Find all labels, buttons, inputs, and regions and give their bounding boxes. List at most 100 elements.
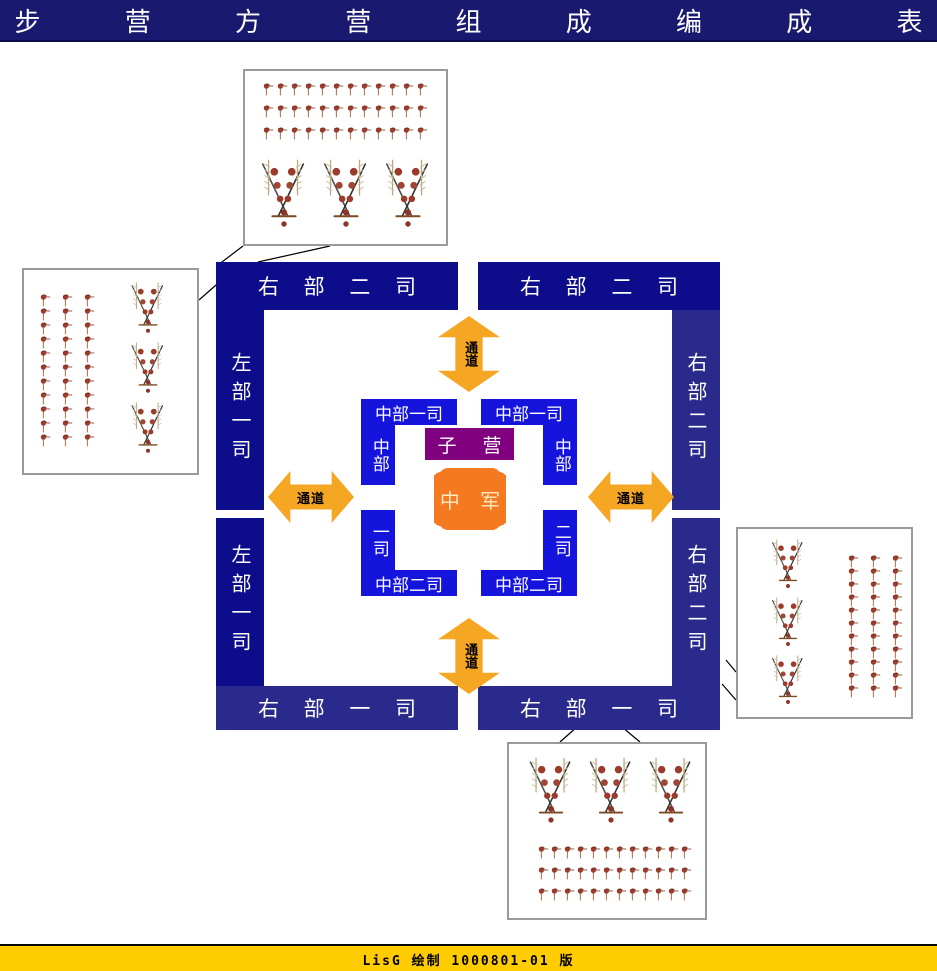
infantry-figure bbox=[641, 846, 654, 867]
infantry-figure bbox=[387, 105, 401, 127]
infantry-figure-icon bbox=[361, 127, 371, 140]
infantry-figure-icon bbox=[84, 378, 94, 391]
infantry-figure-icon bbox=[892, 646, 902, 659]
infantry-figure-icon bbox=[870, 594, 880, 607]
infantry-figure bbox=[34, 364, 56, 378]
infantry-figure-icon bbox=[389, 127, 399, 140]
top-cavalry-grid bbox=[253, 155, 439, 237]
page-title: 步 营 方 营 组 成 编 成 表 bbox=[14, 7, 937, 38]
infantry-figure-icon bbox=[892, 568, 902, 581]
infantry-figure bbox=[550, 846, 563, 867]
infantry-figure-icon bbox=[603, 846, 614, 859]
infantry-figure-icon bbox=[333, 127, 343, 140]
right-infantry-grid bbox=[842, 555, 908, 698]
inner-block-top-right-vertical: 中部 bbox=[543, 425, 577, 485]
infantry-figure-icon bbox=[40, 420, 50, 433]
infantry-figure bbox=[886, 555, 908, 568]
page-title-bar: 步 营 方 营 组 成 编 成 表 bbox=[0, 0, 937, 42]
block-bottom-left-vertical: 左部一司 bbox=[216, 518, 264, 686]
infantry-figure-icon bbox=[403, 83, 413, 96]
infantry-figure-icon bbox=[347, 83, 357, 96]
infantry-figure-icon bbox=[681, 888, 692, 901]
infantry-figure bbox=[56, 336, 78, 350]
cavalry-group bbox=[377, 155, 439, 237]
infantry-figure bbox=[886, 646, 908, 659]
infantry-figure-icon bbox=[655, 888, 666, 901]
infantry-figure-icon bbox=[417, 83, 427, 96]
infantry-figure bbox=[78, 294, 100, 308]
infantry-figure bbox=[864, 568, 886, 581]
infantry-figure bbox=[886, 659, 908, 672]
infantry-figure-icon bbox=[681, 846, 692, 859]
infantry-figure bbox=[864, 646, 886, 659]
infantry-figure-icon bbox=[538, 867, 549, 880]
infantry-figure-icon bbox=[668, 888, 679, 901]
inner-block-top-left-horizontal: 中部一司 bbox=[361, 399, 457, 425]
infantry-figure-icon bbox=[668, 867, 679, 880]
infantry-figure bbox=[56, 350, 78, 364]
infantry-figure bbox=[261, 127, 275, 149]
infantry-figure bbox=[317, 105, 331, 127]
infantry-figure bbox=[345, 83, 359, 105]
infantry-figure-icon bbox=[375, 83, 385, 96]
infantry-figure bbox=[589, 867, 602, 888]
cavalry-group-icon bbox=[385, 159, 429, 227]
infantry-figure-icon bbox=[642, 867, 653, 880]
infantry-figure-icon bbox=[347, 127, 357, 140]
infantry-figure-icon bbox=[291, 127, 301, 140]
infantry-figure-icon bbox=[603, 888, 614, 901]
infantry-figure bbox=[864, 685, 886, 698]
infantry-figure-icon bbox=[263, 83, 273, 96]
infantry-figure-icon bbox=[892, 594, 902, 607]
infantry-figure-icon bbox=[577, 888, 588, 901]
passage-arrow-left: 通道 bbox=[268, 471, 354, 523]
infantry-figure bbox=[589, 888, 602, 909]
inner-block-bottom-right-vertical: 二司 bbox=[543, 510, 577, 570]
infantry-figure bbox=[331, 83, 345, 105]
infantry-figure bbox=[275, 105, 289, 127]
infantry-figure bbox=[56, 392, 78, 406]
sub-camp-box: 子 营 bbox=[425, 428, 514, 460]
block-top-right-horizontal: 右 部 二 司 bbox=[478, 262, 720, 310]
infantry-figure bbox=[537, 846, 550, 867]
infantry-figure bbox=[842, 659, 864, 672]
infantry-figure-icon bbox=[361, 83, 371, 96]
infantry-figure-icon bbox=[564, 846, 575, 859]
infantry-figure bbox=[34, 378, 56, 392]
infantry-figure-icon bbox=[870, 633, 880, 646]
infantry-figure bbox=[842, 555, 864, 568]
infantry-figure bbox=[886, 607, 908, 620]
infantry-figure bbox=[864, 555, 886, 568]
infantry-figure bbox=[842, 581, 864, 594]
infantry-figure-icon bbox=[84, 322, 94, 335]
infantry-figure bbox=[56, 378, 78, 392]
infantry-figure bbox=[842, 607, 864, 620]
cavalry-group-icon bbox=[131, 282, 164, 333]
infantry-figure-icon bbox=[668, 846, 679, 859]
infantry-figure bbox=[78, 378, 100, 392]
infantry-figure-icon bbox=[277, 105, 287, 118]
block-top-left-horizontal: 右 部 二 司 bbox=[216, 262, 458, 310]
infantry-figure-icon bbox=[870, 685, 880, 698]
infantry-figure-icon bbox=[642, 846, 653, 859]
cavalry-group-icon bbox=[589, 757, 631, 823]
passage-arrow-bottom: 通道 bbox=[438, 618, 500, 694]
infantry-figure bbox=[78, 434, 100, 448]
infantry-figure-icon bbox=[62, 406, 72, 419]
infantry-figure-icon bbox=[84, 392, 94, 405]
bottom-formation-illustration bbox=[507, 742, 707, 920]
cavalry-group bbox=[521, 750, 581, 836]
infantry-figure-icon bbox=[892, 659, 902, 672]
cavalry-group bbox=[102, 340, 194, 400]
infantry-figure bbox=[680, 867, 693, 888]
infantry-figure bbox=[615, 888, 628, 909]
infantry-figure-icon bbox=[40, 350, 50, 363]
infantry-figure bbox=[563, 888, 576, 909]
infantry-figure-icon bbox=[870, 659, 880, 672]
infantry-figure bbox=[401, 105, 415, 127]
infantry-figure bbox=[78, 350, 100, 364]
infantry-figure bbox=[78, 336, 100, 350]
bottom-infantry-grid bbox=[537, 846, 693, 909]
infantry-figure bbox=[576, 846, 589, 867]
block-bottom-right-vertical: 右部二司 bbox=[672, 518, 720, 686]
